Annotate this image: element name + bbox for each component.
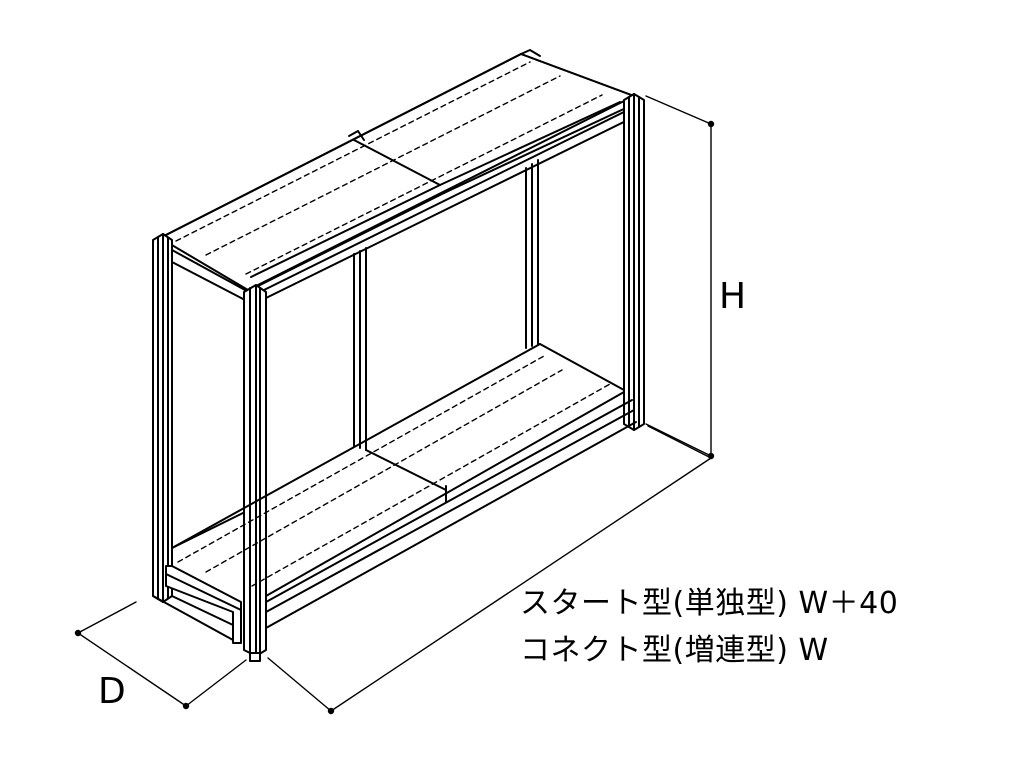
height-label: H: [719, 276, 747, 317]
depth-dimension-line: [74, 601, 247, 710]
width-dimension-line: [267, 425, 712, 715]
right-end-post: [623, 93, 645, 431]
left-side-frame: [152, 233, 246, 644]
front-corner-post: [243, 284, 267, 662]
top-panel: [159, 49, 639, 299]
width-note-start-type: スタート型(単独型) W＋40: [520, 586, 899, 621]
width-note-connect-type: コネクト型(増連型) W: [520, 633, 829, 668]
height-dimension-line: [645, 95, 715, 460]
bottom-shelf: [171, 343, 637, 629]
middle-post: [353, 247, 367, 451]
depth-label: D: [98, 671, 126, 712]
back-post: [525, 159, 539, 349]
